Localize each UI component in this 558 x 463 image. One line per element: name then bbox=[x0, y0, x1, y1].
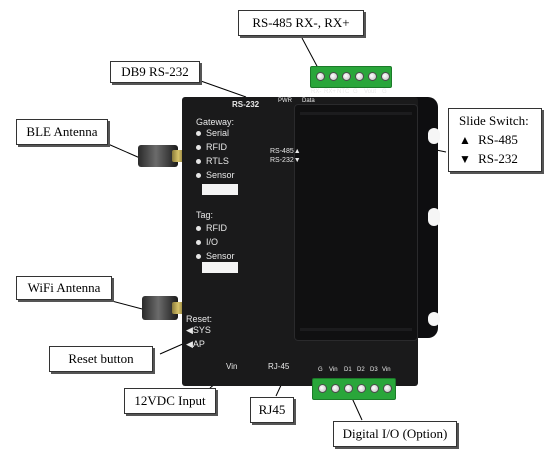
switch-rs232-marking: RS-232▼ bbox=[270, 157, 301, 164]
cover-ridge-bottom bbox=[300, 328, 412, 331]
gateway-label-sticker bbox=[202, 184, 238, 195]
top-terminal-label: NTC bbox=[337, 89, 350, 95]
reset-sys-button[interactable]: ◀SYS bbox=[186, 325, 211, 335]
panel-rs232-label: RS-232 bbox=[232, 100, 260, 109]
ble-antenna bbox=[138, 145, 178, 167]
leader-reset bbox=[159, 342, 186, 355]
slide-switch-rs232-label: RS-232 bbox=[478, 151, 518, 166]
bottom-terminal-label: D2 bbox=[357, 367, 365, 373]
leader-rs485 bbox=[301, 37, 319, 69]
led-serial bbox=[196, 131, 201, 136]
top-terminal-label: RX- bbox=[311, 89, 322, 95]
cover-ridge-top bbox=[300, 112, 412, 115]
gw-item-rtls: RTLS bbox=[206, 156, 229, 166]
gw-item-sensor: Sensor bbox=[206, 170, 235, 180]
slide-switch-rs485: ▲ RS-485 bbox=[459, 132, 518, 148]
bottom-terminal-label: D3 bbox=[370, 367, 378, 373]
terminal-screw bbox=[370, 384, 379, 393]
terminal-screw bbox=[355, 72, 364, 81]
panel-reset-heading: Reset: bbox=[186, 314, 213, 324]
led-rfid bbox=[196, 145, 201, 150]
led-sensor bbox=[196, 173, 201, 178]
top-terminal-label: Vout bbox=[364, 89, 377, 95]
terminal-screw bbox=[368, 72, 377, 81]
callout-wifi-antenna: WiFi Antenna bbox=[16, 276, 112, 300]
mounting-hole-bottom bbox=[428, 312, 440, 326]
slide-switch-title: Slide Switch: bbox=[459, 113, 529, 128]
panel-gateway-heading: Gateway: bbox=[196, 117, 235, 127]
panel-rj45-label: RJ-45 bbox=[268, 362, 290, 371]
led-rtls bbox=[196, 159, 201, 164]
mounting-hole-top bbox=[428, 128, 440, 144]
slide-switch-rs485-label: RS-485 bbox=[478, 132, 518, 147]
panel-tag-heading: Tag: bbox=[196, 210, 214, 220]
digital-io-terminal-block[interactable] bbox=[312, 378, 396, 400]
bottom-terminal-label: D1 bbox=[344, 367, 352, 373]
leader-dio bbox=[351, 397, 363, 421]
led-tag-sensor bbox=[196, 254, 201, 259]
top-terminal-label: G bbox=[353, 89, 358, 95]
panel-pwr-led-label: PWR bbox=[278, 98, 292, 104]
callout-slide-switch: Slide Switch: ▲ RS-485 ▼ RS-232 bbox=[448, 108, 542, 172]
bottom-terminal-label: Vin bbox=[382, 367, 391, 373]
terminal-screw bbox=[357, 384, 366, 393]
tag-item-rfid: RFID bbox=[206, 223, 227, 233]
terminal-screw bbox=[381, 72, 390, 81]
callout-rs485-rx: RS-485 RX-, RX+ bbox=[238, 10, 364, 36]
leader-db9 bbox=[197, 79, 247, 98]
terminal-screw bbox=[318, 384, 327, 393]
metal-cover bbox=[294, 104, 418, 341]
triangle-up-icon: ▲ bbox=[459, 133, 471, 147]
callout-ble-antenna: BLE Antenna bbox=[16, 119, 108, 145]
terminal-screw bbox=[383, 384, 392, 393]
led-tag-rfid bbox=[196, 226, 201, 231]
gw-item-rfid: RFID bbox=[206, 142, 227, 152]
tag-item-io: I/O bbox=[206, 237, 219, 247]
callout-digital-io: Digital I/O (Option) bbox=[333, 421, 457, 447]
callout-rj45: RJ45 bbox=[250, 397, 294, 423]
panel-vin-label: Vin bbox=[226, 362, 238, 371]
mounting-hole-mid bbox=[428, 208, 440, 226]
gw-item-serial: Serial bbox=[206, 128, 230, 138]
panel-data-led-label: Data bbox=[302, 98, 315, 104]
bottom-terminal-label: Vin bbox=[329, 367, 338, 373]
rs485-terminal-block[interactable] bbox=[310, 66, 392, 88]
terminal-screw bbox=[344, 384, 353, 393]
terminal-screw bbox=[331, 384, 340, 393]
terminal-screw bbox=[342, 72, 351, 81]
reset-ap-button[interactable]: ◀AP bbox=[186, 339, 205, 349]
bottom-terminal-label: G bbox=[318, 367, 323, 373]
tag-label-sticker bbox=[202, 262, 238, 273]
slide-switch-rs232: ▼ RS-232 bbox=[459, 151, 518, 167]
callout-12vdc-input: 12VDC Input bbox=[124, 388, 216, 414]
terminal-screw bbox=[329, 72, 338, 81]
terminal-screw bbox=[316, 72, 325, 81]
top-terminal-label: G bbox=[382, 89, 387, 95]
callout-db9: DB9 RS-232 bbox=[110, 61, 200, 83]
switch-rs485-marking: RS-485▲ bbox=[270, 148, 301, 155]
led-tag-io bbox=[196, 240, 201, 245]
callout-reset-button: Reset button bbox=[49, 346, 153, 372]
tag-item-sensor: Sensor bbox=[206, 251, 235, 261]
triangle-down-icon: ▼ bbox=[459, 152, 471, 166]
leader-ble bbox=[107, 143, 141, 159]
leader-wifi bbox=[107, 299, 147, 311]
top-terminal-label: RX+ bbox=[324, 89, 336, 95]
